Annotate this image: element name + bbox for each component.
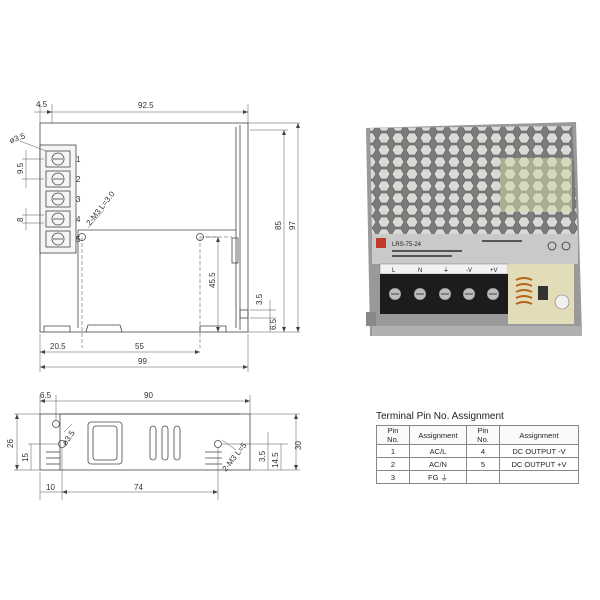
dim-terminal-top: 8 xyxy=(16,217,25,222)
dim-step-b: 6.5 xyxy=(269,318,278,330)
terminal-number-2: 2 xyxy=(76,175,81,184)
top-view-drawing xyxy=(39,122,249,348)
table-cell xyxy=(466,470,500,484)
side-vent-right xyxy=(205,451,222,465)
photo-component xyxy=(538,286,548,300)
side-view-drawing xyxy=(39,413,251,471)
table-cell xyxy=(499,470,579,484)
side-view-arrows xyxy=(15,399,298,494)
table-cell: 3 xyxy=(376,470,410,484)
table-header-row: Pin No. Assignment Pin No. Assignment xyxy=(376,425,579,445)
side-hole-top xyxy=(52,420,60,428)
terminal-number-4: 4 xyxy=(76,215,81,224)
side-hole-right xyxy=(214,440,222,448)
side-dim-small: 3.5 xyxy=(258,450,267,462)
pin-assignment-table: Pin No. Assignment Pin No. Assignment 1 … xyxy=(376,425,579,484)
dim-left-hole: 20.5 xyxy=(50,342,66,351)
side-dim-mount: 2-M3 L=5 xyxy=(220,440,248,473)
terminal-number-1: 1 xyxy=(76,155,81,164)
side-window xyxy=(87,421,123,465)
table-row: 3 FG ⏚ xyxy=(376,470,579,484)
photo-terminal-N: N xyxy=(418,268,422,274)
dim-total-width: 99 xyxy=(138,357,147,366)
side-vent-left xyxy=(46,451,60,465)
side-view-dimensions xyxy=(14,395,300,500)
table-cell: AC/N xyxy=(409,457,467,471)
dim-inner-height: 85 xyxy=(274,221,283,230)
side-view-outline xyxy=(39,413,251,471)
table-cell: 1 xyxy=(376,444,410,458)
side-hole-left xyxy=(58,440,66,448)
side-dim-hole-height: 15 xyxy=(21,453,30,462)
terminal-number-3: 3 xyxy=(76,195,81,204)
photo-potentiometer xyxy=(554,294,570,310)
table-cell: 4 xyxy=(466,444,500,458)
table-cell: AC/L xyxy=(409,444,467,458)
photo-inductor xyxy=(515,277,533,305)
dim-total-height: 97 xyxy=(288,221,297,230)
photo-terminal-posV: +V xyxy=(490,268,498,274)
table-cell: DC OUTPUT +V xyxy=(499,457,579,471)
dim-hole-height: 45.5 xyxy=(208,272,217,288)
side-dim-height-left: 26 xyxy=(6,439,15,448)
internal-component xyxy=(500,158,572,212)
table-row: 1 AC/L 4 DC OUTPUT -V xyxy=(376,444,579,458)
side-slot-1 xyxy=(149,425,157,461)
table-cell: 5 xyxy=(466,457,500,471)
side-view-labels: 6.5 90 ø3.5 2-M3 L=5 26 15 3.5 14.5 30 1… xyxy=(6,391,303,492)
side-dim-length: 90 xyxy=(144,391,153,400)
table-cell: FG ⏚ xyxy=(409,470,467,484)
top-view-dimensions xyxy=(19,104,300,372)
header-pin-no-2: Pin No. xyxy=(466,425,500,445)
brand-logo xyxy=(376,238,386,248)
dim-hole: ø3.5 xyxy=(8,131,27,145)
product-photo: LRS-75-24 L N ⏚ -V +V xyxy=(366,122,582,336)
photo-terminal-FG: ⏚ xyxy=(443,267,449,274)
model-label: LRS-75-24 xyxy=(392,242,422,248)
side-dim-left: 10 xyxy=(46,483,55,492)
top-view-arrows xyxy=(40,110,300,369)
dim-step-a: 3.5 xyxy=(255,293,264,305)
side-dim-span: 74 xyxy=(134,483,143,492)
pin-table-title: Terminal Pin No. Assignment xyxy=(376,411,504,422)
table-row: 2 AC/N 5 DC OUTPUT +V xyxy=(376,457,579,471)
dim-pitch: 9.5 xyxy=(16,162,25,174)
dim-hole-span: 55 xyxy=(135,342,144,351)
dim-offset: 4.5 xyxy=(36,100,48,109)
header-assignment-1: Assignment xyxy=(409,425,467,445)
side-dim-hole: ø3.5 xyxy=(60,428,77,447)
case-label-strip xyxy=(372,234,578,264)
side-dim-total-height: 30 xyxy=(294,441,303,450)
terminal-number-5: 5 xyxy=(76,235,81,244)
table-cell: 2 xyxy=(376,457,410,471)
terminal-screws xyxy=(45,150,71,248)
side-slot-2 xyxy=(161,425,169,461)
dim-mount: 2-M3 L=3.0 xyxy=(84,189,116,227)
photo-terminal-L: L xyxy=(392,268,396,274)
header-pin-no-1: Pin No. xyxy=(376,425,410,445)
side-slot-3 xyxy=(173,425,181,461)
dim-width: 92.5 xyxy=(138,101,154,110)
photo-terminal-negV: -V xyxy=(466,268,472,274)
header-assignment-2: Assignment xyxy=(499,425,579,445)
table-cell: DC OUTPUT -V xyxy=(499,444,579,458)
side-dim-mid: 14.5 xyxy=(271,452,280,468)
side-dim-offset: 6.5 xyxy=(40,391,52,400)
